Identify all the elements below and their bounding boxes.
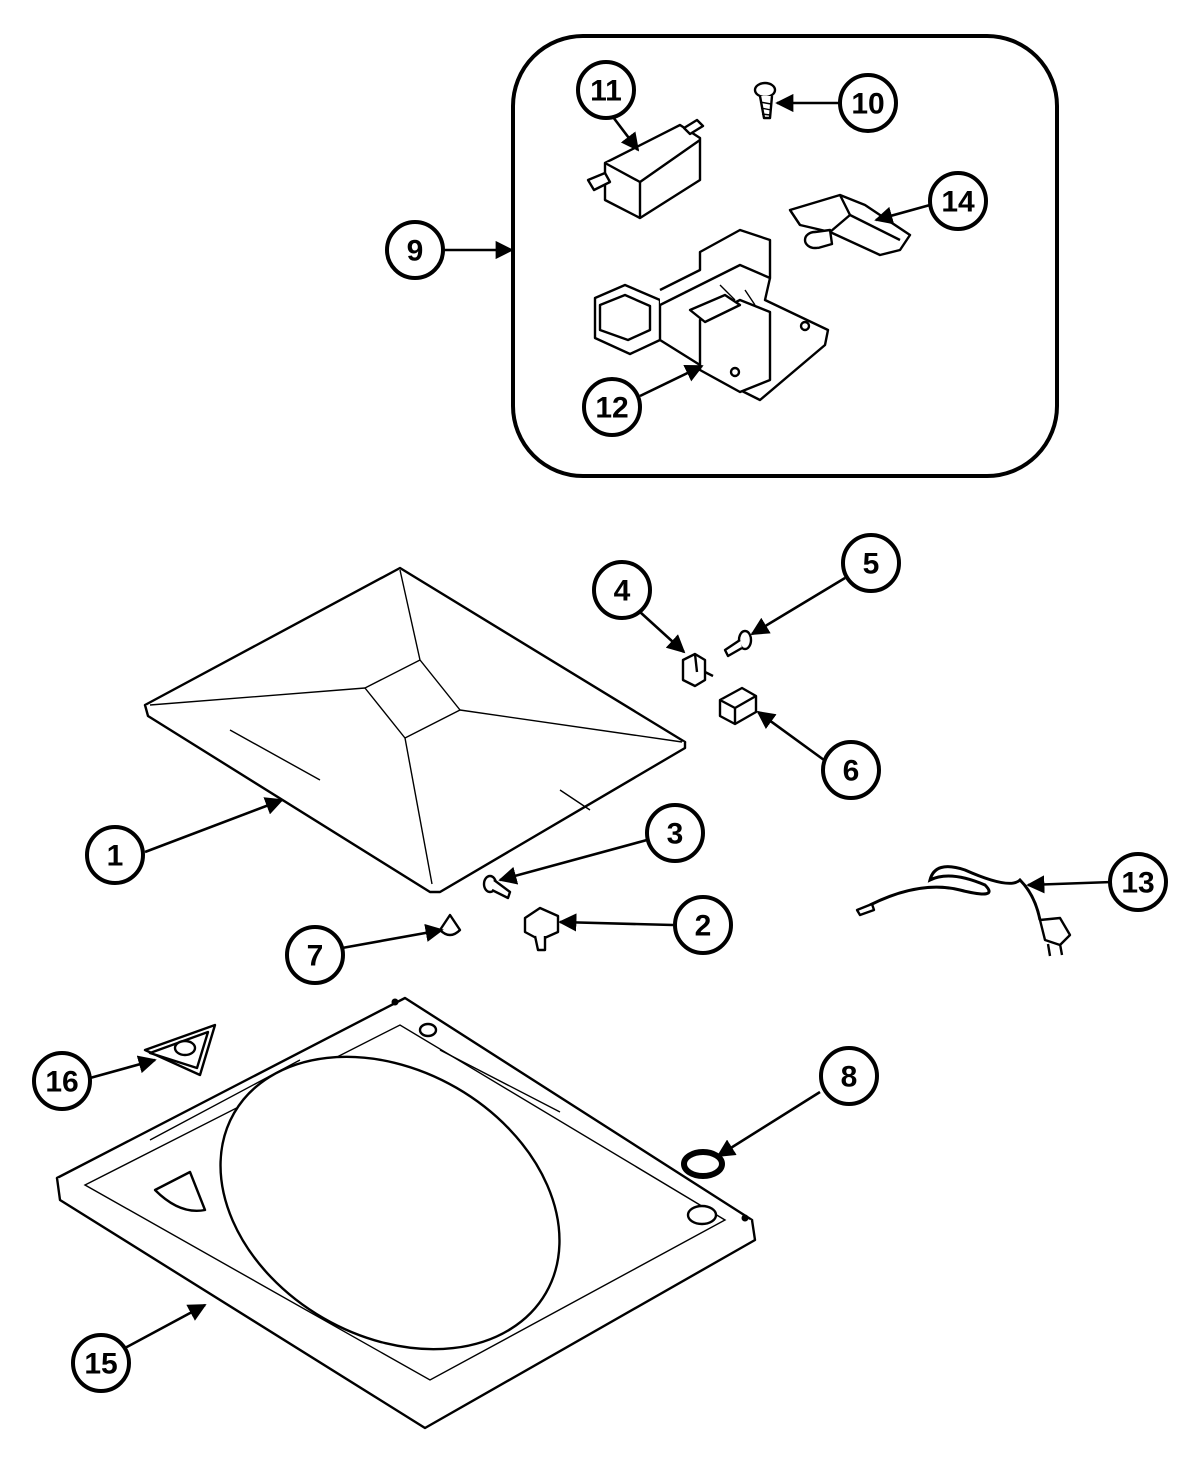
- callout-5: 5: [841, 533, 901, 593]
- callout-10: 10: [838, 73, 898, 133]
- callout-4: 4: [592, 560, 652, 620]
- svg-text:1: 1: [107, 840, 124, 873]
- part-4-hinge: [681, 652, 714, 688]
- callout-12: 12: [582, 377, 642, 437]
- part-2-clip: [523, 906, 560, 952]
- callout-16: 16: [32, 1051, 92, 1111]
- callout-6: 6: [821, 740, 881, 800]
- svg-text:15: 15: [84, 1348, 117, 1381]
- svg-text:13: 13: [1121, 867, 1154, 900]
- callout-8: 8: [819, 1046, 879, 1106]
- callout-9: 9: [385, 220, 445, 280]
- svg-text:3: 3: [667, 818, 684, 851]
- part-14-actuator: [788, 193, 912, 257]
- svg-text:16: 16: [45, 1066, 78, 1099]
- svg-text:8: 8: [841, 1061, 858, 1094]
- callout-15: 15: [71, 1333, 131, 1393]
- svg-text:10: 10: [851, 88, 884, 121]
- callout-1: 1: [85, 825, 145, 885]
- svg-text:6: 6: [843, 755, 860, 788]
- callout-3: 3: [645, 803, 705, 863]
- callouts: 1 2 3 4 5 6 7 8: [32, 60, 1168, 1393]
- part-16-knob: [143, 1023, 217, 1077]
- part-1-lid: [143, 566, 687, 894]
- callout-13: 13: [1108, 852, 1168, 912]
- part-13-cord: [855, 865, 1072, 957]
- svg-text:12: 12: [595, 392, 628, 425]
- callout-14: 14: [928, 171, 988, 231]
- svg-text:11: 11: [590, 75, 622, 108]
- svg-text:2: 2: [695, 910, 712, 943]
- svg-text:14: 14: [941, 186, 975, 219]
- svg-text:7: 7: [307, 940, 324, 973]
- callout-7: 7: [285, 925, 345, 985]
- svg-text:9: 9: [407, 235, 424, 268]
- part-11-switch: [586, 118, 705, 220]
- svg-text:4: 4: [614, 575, 631, 608]
- part-10-screw: [753, 81, 777, 120]
- part-5-screw: [723, 629, 753, 658]
- part-15-top: [55, 996, 757, 1430]
- callout-11: 11: [576, 60, 636, 120]
- part-12-bracket: [593, 228, 830, 402]
- part-7-cone: [438, 913, 462, 937]
- part-6-hinge-block: [718, 686, 758, 726]
- callout-2: 2: [673, 895, 733, 955]
- part-3-screw: [482, 874, 512, 900]
- leader-lines: [89, 93, 1113, 1350]
- svg-text:5: 5: [863, 548, 880, 581]
- part-8-ring: [681, 1149, 725, 1179]
